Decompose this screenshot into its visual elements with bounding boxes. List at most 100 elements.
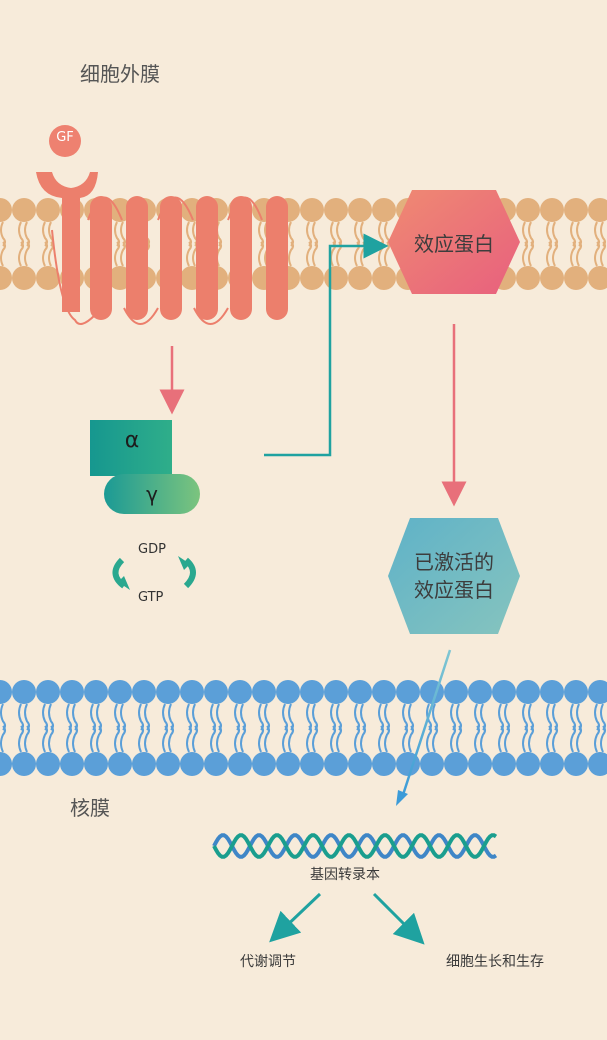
lipid-tail xyxy=(306,241,312,267)
effector-protein xyxy=(388,190,520,294)
lipid-tail xyxy=(0,725,6,753)
lipid-tail xyxy=(258,241,264,267)
lipid-head xyxy=(372,680,396,704)
lipid-tail xyxy=(288,725,294,753)
lipid-tail xyxy=(378,725,384,753)
lipid-head xyxy=(540,752,564,776)
lipid-tail xyxy=(138,725,144,753)
lipid-head xyxy=(372,198,396,222)
lipid-head xyxy=(588,752,607,776)
lipid-tail xyxy=(66,725,72,753)
lipid-tail xyxy=(360,725,366,753)
outer-membrane-label: 细胞外膜 xyxy=(80,62,160,86)
growth-factor-label: GF xyxy=(56,130,74,145)
activated-effector-label-line2: 效应蛋白 xyxy=(414,578,494,602)
lipid-head xyxy=(252,680,276,704)
lipid-tail xyxy=(336,241,342,267)
lipid-tail xyxy=(210,725,216,753)
lipid-head xyxy=(588,198,607,222)
lipid-head xyxy=(492,680,516,704)
lipid-tail xyxy=(48,725,54,753)
lipid-tail xyxy=(114,725,120,753)
lipid-head xyxy=(0,266,12,290)
lipid-tail xyxy=(402,725,408,753)
lipid-tail xyxy=(474,725,480,753)
lipid-tail xyxy=(594,725,600,753)
lipid-head xyxy=(444,752,468,776)
lipid-tail xyxy=(42,725,48,753)
lipid-tail xyxy=(600,241,606,267)
lipid-tail xyxy=(192,725,198,753)
lipid-head xyxy=(36,266,60,290)
lipid-tail xyxy=(600,725,606,753)
lipid-head xyxy=(516,680,540,704)
effector-protein-label: 效应蛋白 xyxy=(414,231,494,256)
lipid-head xyxy=(204,680,228,704)
dna-double-helix xyxy=(212,833,498,859)
lipid-tail xyxy=(306,725,312,753)
activated-effector-label-line1: 已激活的 xyxy=(414,550,494,574)
lipid-tail xyxy=(72,725,78,753)
lipid-tail xyxy=(480,725,486,753)
lipid-head xyxy=(324,266,348,290)
lipid-tail xyxy=(120,725,126,753)
arrow-to-growth xyxy=(372,892,425,945)
effector-to-nucleus-arrow xyxy=(400,649,452,799)
lipid-tail xyxy=(330,241,336,267)
activated-effector-label: 已激活的 效应蛋白 xyxy=(388,518,520,634)
growth-outcome-label: 细胞生长和生存 xyxy=(446,954,544,970)
lipid-tail xyxy=(282,725,288,753)
gene-transcription-label: 基因转录本 xyxy=(310,867,380,883)
lipid-head xyxy=(12,198,36,222)
lipid-head xyxy=(564,266,588,290)
arrow-to-metabolism xyxy=(269,892,322,943)
lipid-tail xyxy=(258,725,264,753)
lipid-head xyxy=(276,680,300,704)
lipid-tail xyxy=(498,725,504,753)
lipid-tail xyxy=(576,725,582,753)
gdp-label: GDP xyxy=(138,542,166,557)
dna-strand-1 xyxy=(212,833,498,859)
lipid-head xyxy=(228,752,252,776)
nuclear-membrane-label: 核膜 xyxy=(70,796,110,820)
growth-factor xyxy=(49,125,81,157)
lipid-head xyxy=(564,680,588,704)
lipid-head xyxy=(324,198,348,222)
lipid-head xyxy=(348,198,372,222)
gamma-subunit xyxy=(104,474,200,514)
lipid-head xyxy=(516,198,540,222)
lipid-head xyxy=(372,266,396,290)
lipid-tail xyxy=(570,725,576,753)
lipid-tail xyxy=(96,725,102,753)
lipid-tail xyxy=(552,725,558,753)
lipid-head xyxy=(252,752,276,776)
lipid-tail xyxy=(216,725,222,753)
lipid-tail xyxy=(234,725,240,753)
lipid-head xyxy=(36,198,60,222)
lipid-head xyxy=(324,680,348,704)
lipid-tail xyxy=(312,241,318,267)
lipid-tail xyxy=(426,725,432,753)
lipid-tail xyxy=(24,241,30,267)
lipid-head xyxy=(300,752,324,776)
lipid-tail xyxy=(354,725,360,753)
lipid-head xyxy=(12,752,36,776)
lipid-tail xyxy=(144,725,150,753)
lipid-head xyxy=(516,266,540,290)
lipid-tail xyxy=(240,725,246,753)
lipid-tail xyxy=(522,241,528,267)
lipid-head xyxy=(396,680,420,704)
lipid-head xyxy=(60,680,84,704)
lipid-head xyxy=(204,752,228,776)
lipid-tail xyxy=(312,725,318,753)
lipid-tail xyxy=(264,725,270,753)
lipid-tail xyxy=(114,241,120,267)
gdp-gtp-cycle-arrow-right xyxy=(183,557,196,589)
lipid-head xyxy=(348,680,372,704)
lipid-tail xyxy=(546,241,552,267)
lipid-tail xyxy=(456,725,462,753)
lipid-head xyxy=(348,752,372,776)
lipid-head xyxy=(0,752,12,776)
lipid-head xyxy=(300,266,324,290)
lipid-head xyxy=(12,266,36,290)
